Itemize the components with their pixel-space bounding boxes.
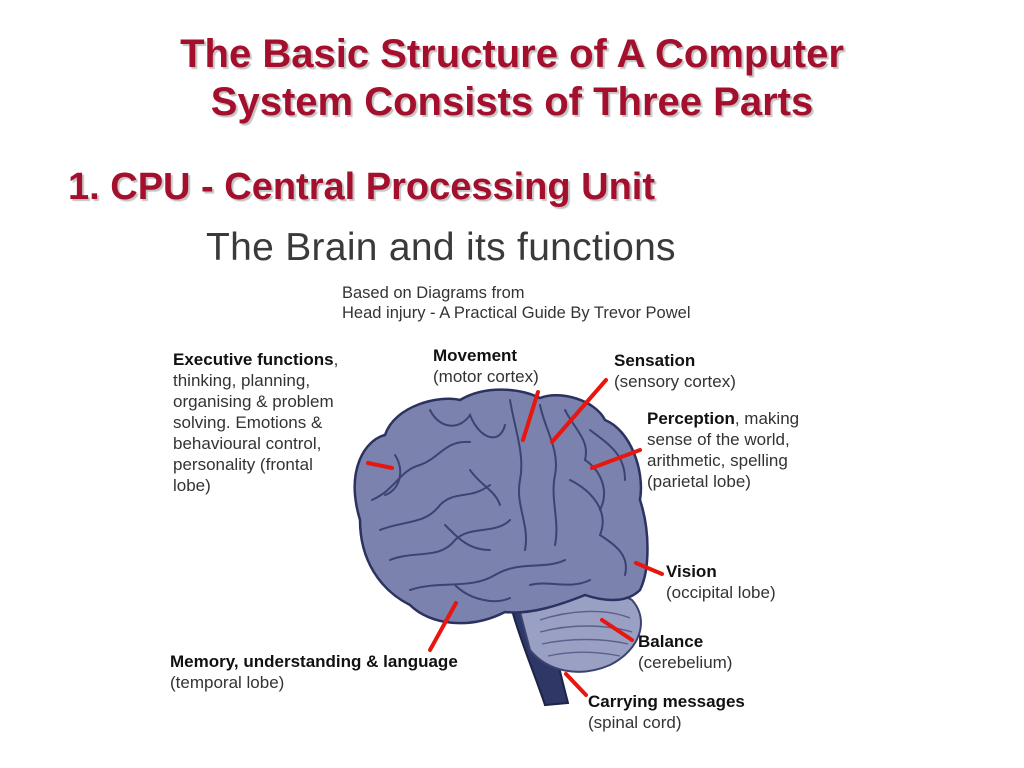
pointer-lines — [366, 378, 664, 697]
pointer-sensation — [550, 378, 608, 444]
executive-line-5: behavioural control, — [173, 434, 322, 453]
executive-line-2: thinking, planning, — [173, 371, 311, 390]
executive-head: Executive functions — [173, 350, 334, 369]
label-vision: Vision (occipital lobe) — [666, 561, 776, 603]
figure-source-line-1: Based on Diagrams from — [342, 284, 525, 302]
pointer-movement — [521, 390, 540, 442]
label-carrying-messages: Carrying messages (spinal cord) — [588, 691, 745, 733]
slide-title-line-2: System Consists of Three Parts — [210, 80, 814, 124]
executive-line-6: personality (frontal — [173, 455, 313, 474]
label-memory: Memory, understanding & language (tempor… — [170, 651, 458, 693]
cerebrum-folds — [371, 399, 627, 603]
cpu-heading: 1. CPU - Central Processing Unit — [68, 166, 656, 208]
executive-line-4: solving. Emotions & — [173, 413, 323, 432]
label-balance: Balance (cerebelium) — [638, 631, 732, 673]
executive-line-7: lobe) — [173, 476, 211, 495]
perception-line-3: arithmetic, spelling — [647, 451, 788, 470]
figure-source-line-2: Head injury - A Practical Guide By Trevo… — [342, 304, 691, 322]
memory-head: Memory, understanding & language — [170, 652, 458, 671]
vision-detail: (occipital lobe) — [666, 583, 776, 602]
perception-line-2: sense of the world, — [647, 430, 790, 449]
label-movement: Movement (motor cortex) — [433, 345, 539, 387]
pointer-vision — [634, 561, 664, 576]
carrying-detail: (spinal cord) — [588, 713, 682, 732]
label-sensation: Sensation (sensory cortex) — [614, 350, 736, 392]
sensation-head: Sensation — [614, 351, 696, 370]
figure-source: Based on Diagrams from Head injury - A P… — [342, 283, 690, 323]
vision-head: Vision — [666, 562, 717, 581]
sensation-detail: (sensory cortex) — [614, 372, 736, 391]
brain-stem — [510, 608, 570, 707]
balance-detail: (cerebelium) — [638, 653, 733, 672]
pointer-carrying — [564, 672, 588, 697]
perception-head-suffix: , making — [734, 409, 800, 428]
pointer-memory — [428, 601, 458, 652]
movement-detail: (motor cortex) — [433, 367, 539, 386]
perception-line-4: (parietal lobe) — [647, 472, 751, 491]
label-executive-functions: Executive functions, thinking, planning,… — [173, 349, 338, 496]
executive-head-suffix: , — [333, 350, 339, 369]
executive-line-3: organising & problem — [173, 392, 334, 411]
balance-head: Balance — [638, 632, 704, 651]
perception-head: Perception — [647, 409, 735, 428]
figure-title: The Brain and its functions — [206, 226, 676, 269]
slide-title: The Basic Structure of A Computer System… — [0, 30, 1024, 126]
carrying-head: Carrying messages — [588, 692, 745, 711]
pointer-executive — [366, 461, 394, 470]
slide-title-line-1: The Basic Structure of A Computer — [180, 32, 844, 76]
movement-head: Movement — [433, 346, 518, 365]
cerebellum-folds — [539, 610, 633, 657]
pointer-balance — [600, 618, 634, 642]
memory-detail: (temporal lobe) — [170, 673, 285, 692]
pointer-perception — [590, 448, 642, 470]
cerebrum — [353, 388, 649, 625]
cerebellum — [518, 588, 642, 673]
label-perception: Perception, making sense of the world, a… — [647, 408, 799, 492]
